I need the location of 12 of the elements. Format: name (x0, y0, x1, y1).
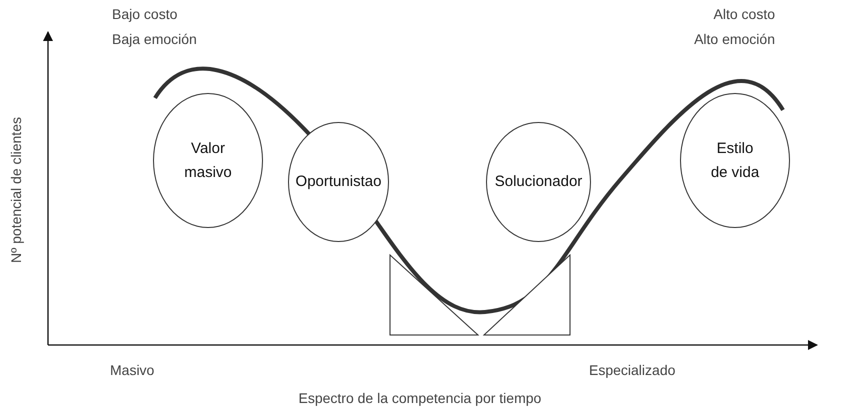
annotation-text: Alto costo (714, 6, 775, 22)
category-ellipse: Valor masivo (153, 93, 263, 228)
axis-label: Espectro de la competencia por tiempo (298, 390, 542, 406)
annotation-text: Bajo costo (112, 6, 178, 22)
axis-label: Nº potencial de clientes (8, 117, 24, 263)
axis-label: Masivo (110, 362, 154, 378)
axis-label: Especializado (589, 362, 676, 378)
category-ellipse: Oportunistao (288, 122, 389, 242)
category-ellipse: Estilo de vida (680, 93, 790, 228)
annotation-text: Alto emoción (694, 31, 775, 47)
annotation-text: Baja emoción (112, 31, 197, 47)
category-ellipse: Solucionador (486, 122, 591, 242)
